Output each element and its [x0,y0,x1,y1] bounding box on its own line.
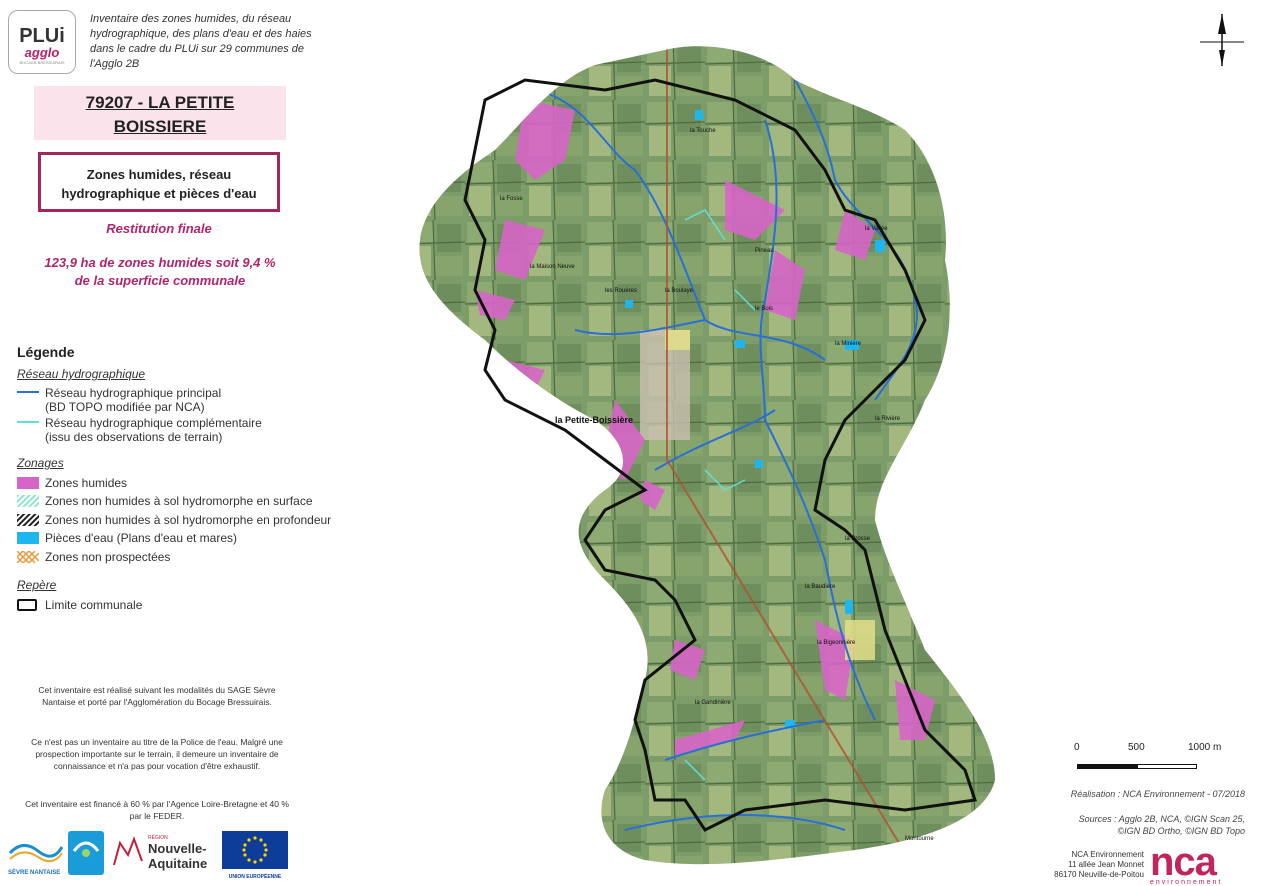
map-subtitle: Zones humides, réseau hydrographique et … [38,152,280,212]
nca-address: NCA Environnement 11 allée Jean Monnet 8… [1054,850,1144,879]
svg-text:le Bois: le Bois [755,306,773,312]
svg-text:la Boulaye: la Boulaye [665,288,694,294]
svg-text:la Gandinière: la Gandinière [695,700,731,706]
header-description: Inventaire des zones humides, du réseau … [90,13,312,70]
plui-logo: PLUi agglo BOCAGE BRESSUIRAIS [8,10,76,74]
water-bodies [625,110,885,728]
agence-eau-logo [68,831,104,875]
hydro-network-complementaire [684,209,756,781]
zones-humides-swatch [17,477,39,489]
svg-text:la Baudière: la Baudière [805,584,836,590]
svg-text:la Touche: la Touche [690,128,716,134]
sources-credit: Sources : Agglo 2B, NCA, ©IGN Scan 25, ©… [1078,814,1245,836]
note-police: Ce n'est pas un inventaire au titre de l… [31,737,283,771]
legend-item-surface: Zones non humides à sol hydromorphe en s… [17,494,313,508]
legend-item-pieces-eau: Pièces d'eau (Plans d'eau et mares) [17,531,237,545]
surface-hatch-swatch [17,495,39,507]
wetland-stats: 123,9 ha de zones humides soit 9,4 % de … [44,255,276,288]
wetland-map[interactable]: la Petite-Boissière la Touche la Fosse l… [405,40,1025,886]
svg-text:la Bigeonnière: la Bigeonnière [817,640,856,646]
svg-text:la Vallée: la Vallée [865,226,888,232]
commune-limit [463,78,977,832]
legend-section-reseau: Réseau hydrographique [17,367,146,381]
legend-item-profondeur: Zones non humides à sol hydromorphe en p… [17,513,331,527]
profondeur-hatch-swatch [17,514,39,526]
north-arrow-icon [1200,14,1244,66]
svg-text:la Rivière: la Rivière [875,416,901,422]
svg-text:la Minière: la Minière [835,341,862,347]
legend-item-limite: Limite communale [17,598,142,612]
nca-logo: nca environnement [1150,840,1223,886]
note-sage: Cet inventaire est réalisé suivant les m… [38,685,276,707]
main-road [666,46,926,865]
map-content [419,46,995,865]
limite-swatch [17,599,37,611]
legend-section-zonages: Zonages [17,456,64,470]
sevre-nantaise-logo: SÈVRE NANTAISE [8,835,64,876]
legend-item-complementaire: Réseau hydrographique complémentaire(iss… [17,416,262,444]
svg-text:les Rouères: les Rouères [605,288,637,294]
non-prospectees-crosshatch-swatch [17,551,39,563]
nouvelle-aquitaine-logo: RÉGION Nouvelle- Aquitaine [110,835,220,875]
legend-item-zones-humides: Zones humides [17,476,127,490]
town-label: la Petite-Boissière [555,415,633,425]
svg-text:Pineau: Pineau [755,248,774,254]
eu-flag-logo: UNION EUROPÉENNE [222,831,288,880]
principal-line-swatch [17,386,39,398]
legend-item-non-prospectees: Zones non prospectées [17,550,170,564]
legend-section-repere: Repère [17,578,57,592]
svg-text:la Fosse: la Fosse [500,196,523,202]
svg-text:la Maison Neuve: la Maison Neuve [530,264,575,270]
scale-bar: 0 500 1000 m [1068,742,1248,774]
svg-text:Montourne: Montourne [905,836,934,842]
commune-title: 79207 - LA PETITE BOISSIERE [34,86,286,140]
legend-item-principal: Réseau hydrographique principal(BD TOPO … [17,386,221,414]
note-financement: Cet inventaire est financé à 60 % par l'… [25,799,289,821]
pieces-eau-swatch [17,532,39,544]
svg-text:la Brosse: la Brosse [845,536,871,542]
hydro-network-principal [534,59,918,831]
partner-logos: SÈVRE NANTAISE RÉGION Nouvelle- Aquitain… [8,831,293,880]
complementaire-line-swatch [17,416,39,428]
legend-title: Légende [17,344,75,360]
realisation-credit: Réalisation : NCA Environnement - 07/201… [1070,789,1245,799]
restitution-label: Restitution finale [106,221,212,236]
